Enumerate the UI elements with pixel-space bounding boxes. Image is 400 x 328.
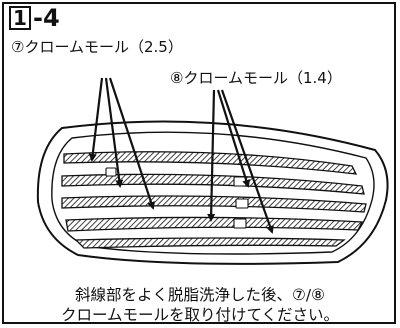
- slat-2: [61, 173, 365, 195]
- instruction-text: 斜線部をよく脱脂洗浄した後、⑦/⑧ クロームモールを取り付けてください。: [0, 285, 400, 325]
- chrome-molding-8-label: ⑧クロームモール（1.4）: [170, 69, 342, 87]
- instruction-line-1: 斜線部をよく脱脂洗浄した後、⑦/⑧: [74, 286, 325, 304]
- slat-4: [65, 216, 364, 232]
- arrow-8b: [216, 89, 251, 188]
- diagram-frame: [2, 2, 396, 324]
- chrome-molding-7-label: ⑦クロームモール（2.5）: [11, 38, 183, 56]
- arrow-7b: [104, 77, 124, 188]
- arrow-8a: [207, 89, 216, 222]
- arrow-7c: [108, 77, 155, 210]
- arrow-8c: [220, 89, 274, 234]
- molding-8-arrows: [207, 89, 274, 234]
- molding-7-arrows: [88, 77, 155, 210]
- arrow-7a: [88, 77, 104, 162]
- step-number: 1: [9, 6, 31, 30]
- slat-5: [74, 237, 346, 249]
- step-suffix: -4: [33, 4, 60, 32]
- instruction-line-2: クロームモールを取り付けてください。: [60, 306, 340, 324]
